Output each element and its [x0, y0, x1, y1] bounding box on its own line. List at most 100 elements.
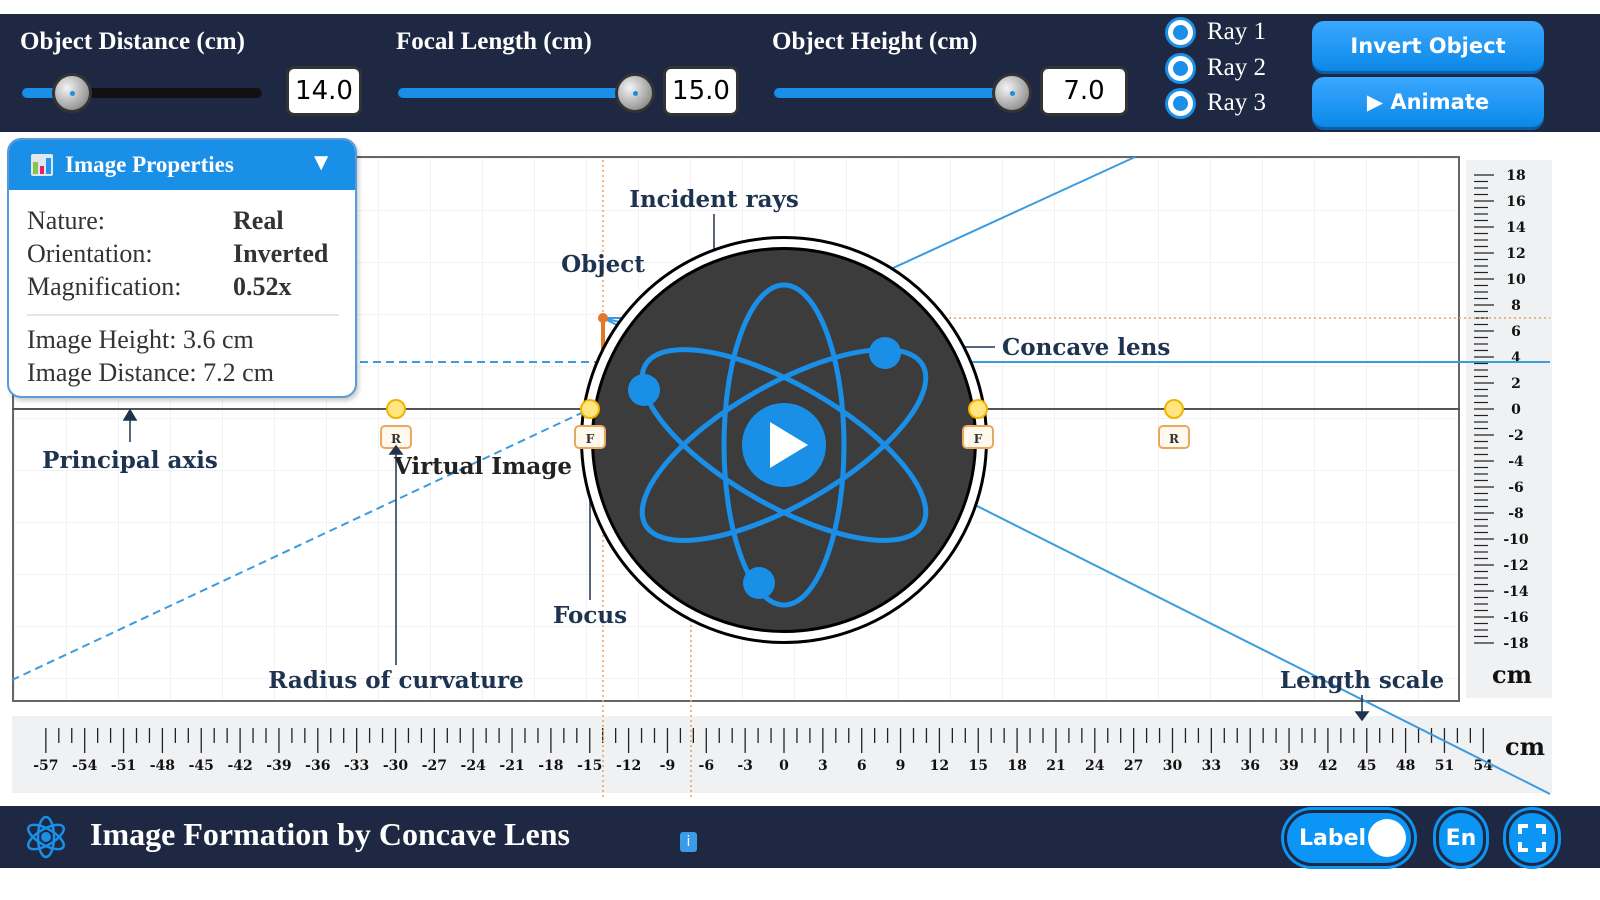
radio-icon[interactable] [1168, 55, 1193, 81]
h-ruler-label: 6 [857, 758, 867, 774]
h-ruler-label: -33 [344, 758, 369, 774]
h-ruler-label: 36 [1240, 758, 1259, 774]
object-tip[interactable] [598, 313, 608, 323]
concave-lens-label: Concave lens [1002, 334, 1170, 361]
radius-of-curvature-label: Radius of curvature [268, 667, 524, 694]
v-ruler-label: -16 [1503, 610, 1528, 626]
v-scale-unit: cm [1492, 660, 1532, 689]
ray-3-radio[interactable]: Ray 3 [1168, 89, 1266, 117]
h-ruler-label: -15 [577, 758, 602, 774]
app-title: Image Formation by Concave Lens [90, 816, 570, 852]
h-ruler-label: -57 [33, 758, 58, 774]
object-distance-input[interactable]: 14.0 [286, 66, 362, 116]
h-ruler-label: 24 [1085, 758, 1105, 774]
h-ruler-label: 45 [1357, 758, 1376, 774]
orientation-label: Orientation: [27, 239, 153, 268]
h-ruler-label: -27 [422, 758, 447, 774]
image-height-value: 3.6 cm [182, 325, 254, 354]
focal-length-slider[interactable] [398, 73, 655, 113]
focal-length-input[interactable]: 15.0 [663, 66, 739, 116]
radius-marker-left[interactable] [386, 399, 406, 419]
atom-logo-icon [26, 815, 66, 859]
radio-icon[interactable] [1168, 90, 1193, 116]
incident-rays-label: Incident rays [629, 186, 799, 213]
label-toggle[interactable]: Label [1284, 810, 1414, 866]
nature-label: Nature: [27, 206, 105, 235]
atom-icon [628, 282, 929, 608]
v-ruler-label: -14 [1503, 584, 1529, 600]
info-icon[interactable]: i [680, 832, 697, 852]
object-distance-label: Object Distance (cm) [20, 28, 245, 55]
play-overlay-disc[interactable] [591, 247, 977, 633]
image-distance-value: 7.2 cm [203, 358, 274, 387]
bar-chart-icon [31, 154, 53, 176]
v-ruler-label: -18 [1503, 636, 1528, 652]
fullscreen-button[interactable] [1506, 810, 1558, 866]
slider-thumb[interactable] [615, 73, 655, 113]
magnification-label: Magnification: [27, 272, 182, 301]
ray-label: Ray 3 [1207, 89, 1267, 116]
h-ruler-label: -3 [737, 758, 753, 774]
v-ruler-label: 14 [1506, 220, 1526, 236]
invert-object-button[interactable]: Invert Object [1312, 21, 1544, 71]
v-ruler-label: 8 [1511, 298, 1521, 314]
ray-1-radio[interactable]: Ray 1 [1168, 18, 1266, 46]
image-distance-row: Image Distance: 7.2 cm [27, 358, 274, 388]
language-button[interactable]: En [1436, 810, 1486, 866]
horizontal-ruler-ticks: -57-54-51-48-45-42-39-36-33-30-27-24-21-… [33, 728, 1493, 774]
h-ruler-label: 15 [969, 758, 988, 774]
radius-label-left: R [391, 432, 402, 446]
virtual-image-label: Virtual Image [393, 453, 572, 480]
focal-length-label: Focal Length (cm) [396, 28, 592, 55]
radius-marker-right[interactable] [1164, 399, 1184, 419]
object-height-input[interactable]: 7.0 [1040, 66, 1128, 116]
h-ruler-label: 12 [930, 758, 949, 774]
h-ruler-label: -36 [305, 758, 330, 774]
h-ruler-label: 42 [1318, 758, 1337, 774]
h-ruler-label: -48 [150, 758, 175, 774]
footer-bar: Image Formation by Concave Lens i Label … [0, 806, 1600, 868]
v-ruler-label: 16 [1506, 194, 1525, 210]
play-overlay[interactable] [580, 236, 988, 644]
v-ruler-label: -6 [1508, 480, 1524, 496]
h-ruler-label: -6 [699, 758, 715, 774]
h-ruler-label: -51 [111, 758, 136, 774]
ray-label: Ray 1 [1207, 18, 1267, 45]
v-ruler-label: -12 [1503, 558, 1528, 574]
h-ruler-label: 48 [1396, 758, 1415, 774]
h-ruler-label: -39 [266, 758, 291, 774]
v-ruler-label: 4 [1511, 350, 1521, 366]
v-ruler-label: 2 [1511, 376, 1521, 392]
image-height-label: Image Height: [27, 325, 177, 354]
h-ruler-label: 30 [1163, 758, 1183, 774]
principal-axis-label: Principal axis [42, 447, 218, 474]
slider-thumb[interactable] [52, 73, 92, 113]
v-ruler-label: -4 [1508, 454, 1524, 470]
radius-label-right: R [1169, 432, 1180, 446]
image-properties-header[interactable]: Image Properties ▼ [9, 140, 355, 190]
object-distance-slider[interactable] [22, 73, 262, 113]
h-ruler-label: -9 [660, 758, 676, 774]
v-ruler-label: 10 [1506, 272, 1526, 288]
object-height-slider[interactable] [774, 73, 1032, 113]
slider-thumb[interactable] [992, 73, 1032, 113]
orientation-value: Inverted [233, 239, 329, 268]
ray-2-radio[interactable]: Ray 2 [1168, 54, 1266, 82]
toggle-knob[interactable] [1368, 819, 1406, 857]
control-bar: Object Distance (cm) 14.0 Focal Length (… [0, 14, 1600, 132]
h-ruler-label: 27 [1124, 758, 1143, 774]
orientation-row: Orientation: Inverted [27, 239, 328, 269]
collapse-toggle-icon[interactable]: ▼ [309, 150, 333, 176]
animate-button[interactable]: ▶ Animate [1312, 77, 1544, 127]
object-height-label: Object Height (cm) [772, 28, 978, 55]
v-ruler-label: 18 [1506, 168, 1525, 184]
radio-icon[interactable] [1168, 19, 1193, 45]
h-ruler-label: 33 [1202, 758, 1221, 774]
v-ruler-label: 0 [1511, 402, 1521, 418]
magnification-value: 0.52x [233, 272, 292, 301]
h-scale-unit: cm [1505, 732, 1545, 761]
v-ruler-label: -8 [1508, 506, 1524, 522]
image-height-row: Image Height: 3.6 cm [27, 325, 254, 355]
